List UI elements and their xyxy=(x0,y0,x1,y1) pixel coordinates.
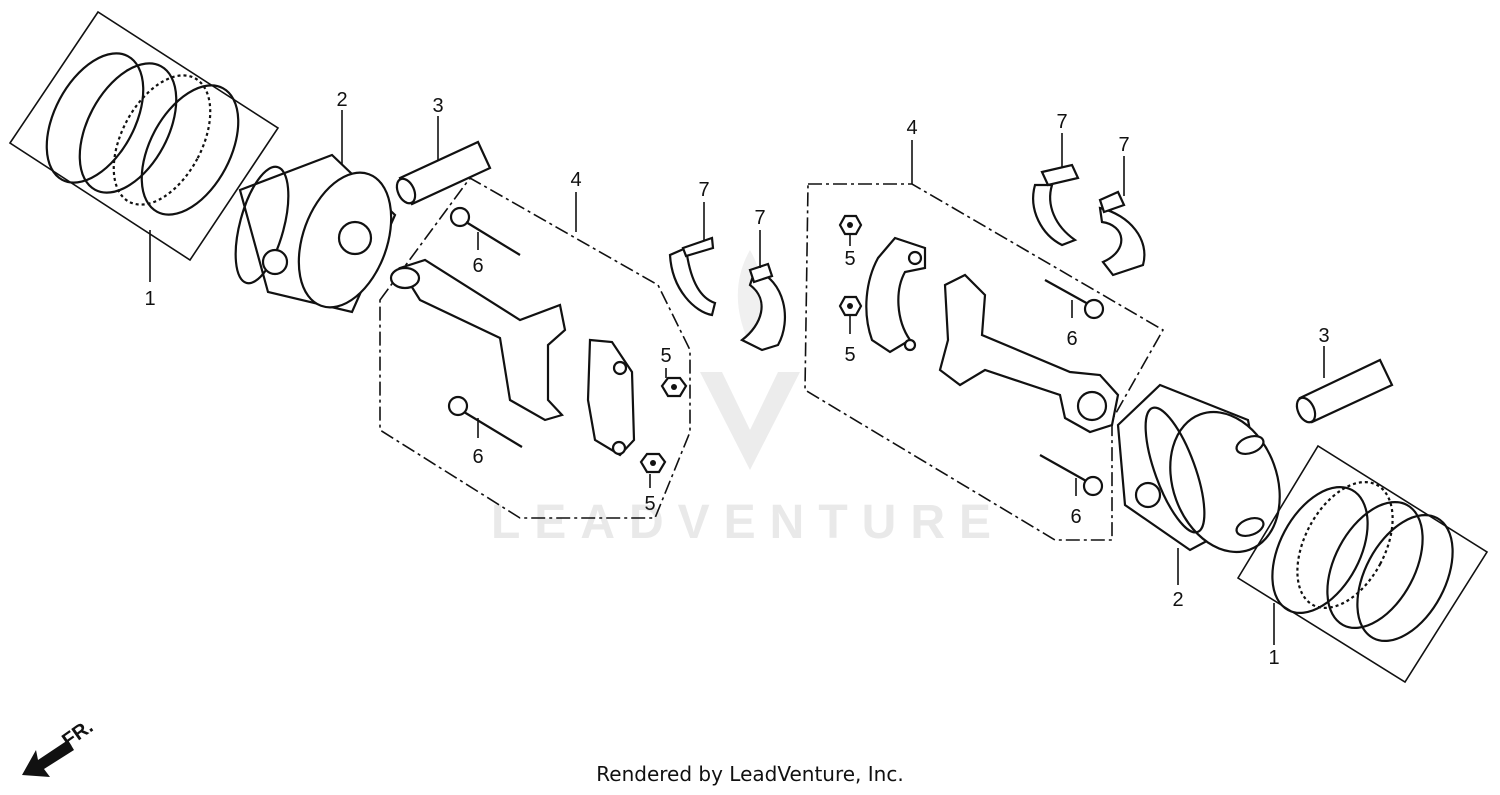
bearing-tab-upper-left xyxy=(681,236,715,258)
conrod-nut-upper-left xyxy=(660,376,688,398)
conrod-bolt-upper-left xyxy=(449,206,521,256)
conrod-bolt-lower-left xyxy=(447,395,523,448)
bolt-head-upper-right xyxy=(1083,298,1105,320)
conrod-body-left xyxy=(398,258,567,422)
piston-pin-end-right xyxy=(1295,396,1317,424)
callout-2-right: 2 xyxy=(1172,589,1183,611)
bearing-shell-lower-right xyxy=(1098,206,1146,277)
compression-ring-top-left xyxy=(45,52,145,184)
callout-3-right: 3 xyxy=(1318,325,1329,347)
compression-ring-top-right xyxy=(1271,485,1369,615)
nut-lower-right-group xyxy=(838,295,863,317)
bearing-lower-right xyxy=(1098,190,1146,277)
conrod-assembly-frame-right xyxy=(804,183,1165,541)
nut-hole-upper-left xyxy=(671,384,677,390)
piston-pin-hole-left xyxy=(261,248,289,276)
connecting-rod-left xyxy=(389,258,636,457)
conrod-cap-bolt-hole-bottom-left xyxy=(611,440,627,456)
bolt-shank-lower-right xyxy=(1039,454,1089,483)
callout-1-left: 1 xyxy=(144,288,155,310)
callout-3-left: 3 xyxy=(432,95,443,117)
callout-6-right-upper: 6 xyxy=(1066,328,1077,350)
conrod-nut-lower-left xyxy=(639,452,667,474)
piston-ring-groove-right xyxy=(1144,406,1206,534)
bearing-shell-upper-right xyxy=(1032,183,1078,247)
piston-ring-groove-left xyxy=(234,165,290,285)
conrod-small-end-right xyxy=(1076,390,1108,422)
connecting-rod-right xyxy=(938,273,1120,434)
conrod-cap-hole-bottom-right xyxy=(903,338,917,352)
piston-ring-set-right xyxy=(1236,444,1489,684)
conrod-assembly-frame-left xyxy=(379,176,691,519)
bolt-shank-upper-left xyxy=(465,221,521,256)
piston-pin-hole-right xyxy=(1134,481,1162,509)
callout-1-right: 1 xyxy=(1268,647,1279,669)
bolt-head-lower-right xyxy=(1082,475,1104,497)
callout-5-right-upper: 5 xyxy=(844,248,855,270)
nut-hole-lower-right xyxy=(847,303,853,309)
piston-pin-end-left xyxy=(395,177,417,205)
watermark: LEADVENTURE xyxy=(491,250,1005,549)
bearing-upper-right xyxy=(1032,163,1080,247)
callout-5-left-lower: 5 xyxy=(644,493,655,515)
footer-credit: Rendered by LeadVenture, Inc. xyxy=(596,762,904,786)
conrod-cap-bolt-hole-top-left xyxy=(612,360,628,376)
bearing-tab-lower-left xyxy=(748,262,774,284)
compression-ring-second-left xyxy=(78,62,178,194)
callout-6-right-lower: 6 xyxy=(1070,506,1081,528)
oil-ring-expander-left xyxy=(112,74,212,206)
bearing-shell-lower-left xyxy=(739,268,786,352)
callout-6-left-lower: 6 xyxy=(472,446,483,468)
oil-ring-rail-left xyxy=(140,84,240,216)
bolt-shank-upper-right xyxy=(1044,279,1091,306)
callout-4-left: 4 xyxy=(570,169,581,191)
watermark-logo xyxy=(700,372,800,470)
nut-hole-upper-right xyxy=(847,222,853,228)
bearing-upper-left xyxy=(668,236,717,317)
bearing-tab-upper-right xyxy=(1040,163,1080,187)
piston-pin-boss-left xyxy=(337,220,373,256)
arrow-icon xyxy=(22,740,74,777)
callout-6-left-upper: 6 xyxy=(472,255,483,277)
piston-ring-set-left xyxy=(8,10,280,262)
nut-upper-right-group xyxy=(838,214,863,236)
callout-5-right-lower: 5 xyxy=(844,344,855,366)
piston-pin-right xyxy=(1295,358,1394,424)
conrod-bolt-lower-right xyxy=(1039,454,1104,497)
conrod-small-end-left xyxy=(389,266,421,290)
bolt-shank-lower-left xyxy=(463,411,523,448)
nut-hole-lower-left xyxy=(650,460,656,466)
conrod-cap-right xyxy=(865,236,927,354)
conrod-bolt-upper-right xyxy=(1044,279,1105,320)
piston-right xyxy=(1116,383,1281,554)
callout-7-left-a: 7 xyxy=(698,179,709,201)
callout-4-right: 4 xyxy=(906,117,917,139)
bolt-head-upper-left xyxy=(449,206,471,228)
piston-left xyxy=(234,153,397,314)
callout-2-left: 2 xyxy=(336,89,347,111)
conrod-cap-hole-top-right xyxy=(907,250,923,266)
piston-valve-relief-top-right xyxy=(1235,434,1265,456)
callout-7-right-a: 7 xyxy=(1056,111,1067,133)
oil-ring-rail-right xyxy=(1356,513,1454,643)
bearing-lower-left xyxy=(739,262,786,352)
callout-7-right-b: 7 xyxy=(1118,134,1129,156)
bearing-shell-upper-left xyxy=(668,246,717,317)
watermark-text: LEADVENTURE xyxy=(491,496,1005,549)
callout-5-left-upper: 5 xyxy=(660,345,671,367)
bearing-tab-lower-right xyxy=(1098,190,1126,214)
ring-set-frame-right xyxy=(1236,444,1489,684)
ring-set-frame-left xyxy=(8,10,280,262)
oil-ring-expander-right xyxy=(1296,480,1394,610)
piston-pin-left xyxy=(395,140,492,206)
callout-7-left-b: 7 xyxy=(754,207,765,229)
compression-ring-second-right xyxy=(1326,500,1424,630)
conrod-body-right xyxy=(938,273,1120,434)
piston-valve-relief-bottom-right xyxy=(1235,516,1265,538)
bolt-head-lower-left xyxy=(447,395,469,417)
conrod-cap-left xyxy=(586,338,636,457)
